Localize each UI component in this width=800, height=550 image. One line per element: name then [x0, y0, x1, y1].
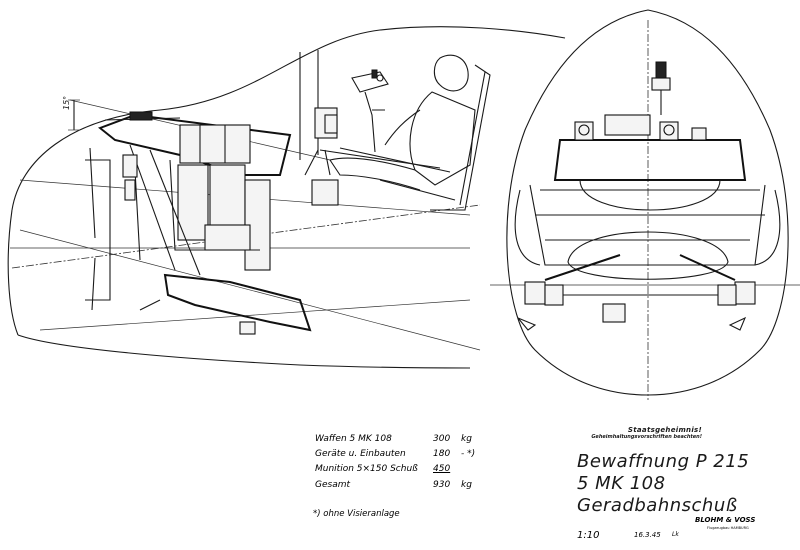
footnote: *) ohne Visieranlage [313, 509, 400, 519]
weight-value: 180 [433, 449, 451, 459]
firm-sub: Flugzeugbau HAMBURG [707, 526, 749, 530]
front-view [490, 9, 800, 400]
weight-value: 450 [433, 464, 451, 474]
title-line3: Geradbahnschuß [577, 495, 738, 516]
classification-line2: Geheimhaltungsvorschriften beachten! [591, 434, 702, 440]
angle-label: 15° [62, 95, 71, 110]
weight-value: 930 [433, 480, 451, 490]
weight-unit: - *) [461, 449, 476, 459]
firm-name: BLOHM & VOSS [695, 516, 756, 524]
firm-sub-text: Flugzeugbau [707, 526, 730, 530]
weight-label: Waffen 5 MK 108 [315, 434, 392, 444]
title-line2: 5 MK 108 [577, 473, 666, 494]
side-view [7, 26, 566, 369]
date-label: 16.3.45 [634, 531, 661, 539]
title-block: Bewaffnung P 215 5 MK 108 Geradbahnschuß [577, 451, 749, 517]
weight-label: Geräte u. Einbauten [315, 449, 406, 459]
classification-stamp: Staatsgeheimnis! Geheimhaltungsvorschrif… [572, 426, 702, 440]
weight-label: Gesamt [315, 480, 351, 490]
classification-line1: Staatsgeheimnis! [627, 426, 702, 434]
weight-value: 300 [433, 434, 451, 444]
title-line1: Bewaffnung P 215 [577, 451, 750, 472]
initials-label: Lk [672, 531, 679, 538]
weight-label: Munition 5×150 Schuß [315, 464, 418, 474]
scale-label: 1:10 [577, 530, 600, 541]
firm-city: HAMBURG [730, 526, 749, 530]
weight-unit: kg [461, 480, 472, 490]
weight-unit: kg [461, 434, 472, 444]
